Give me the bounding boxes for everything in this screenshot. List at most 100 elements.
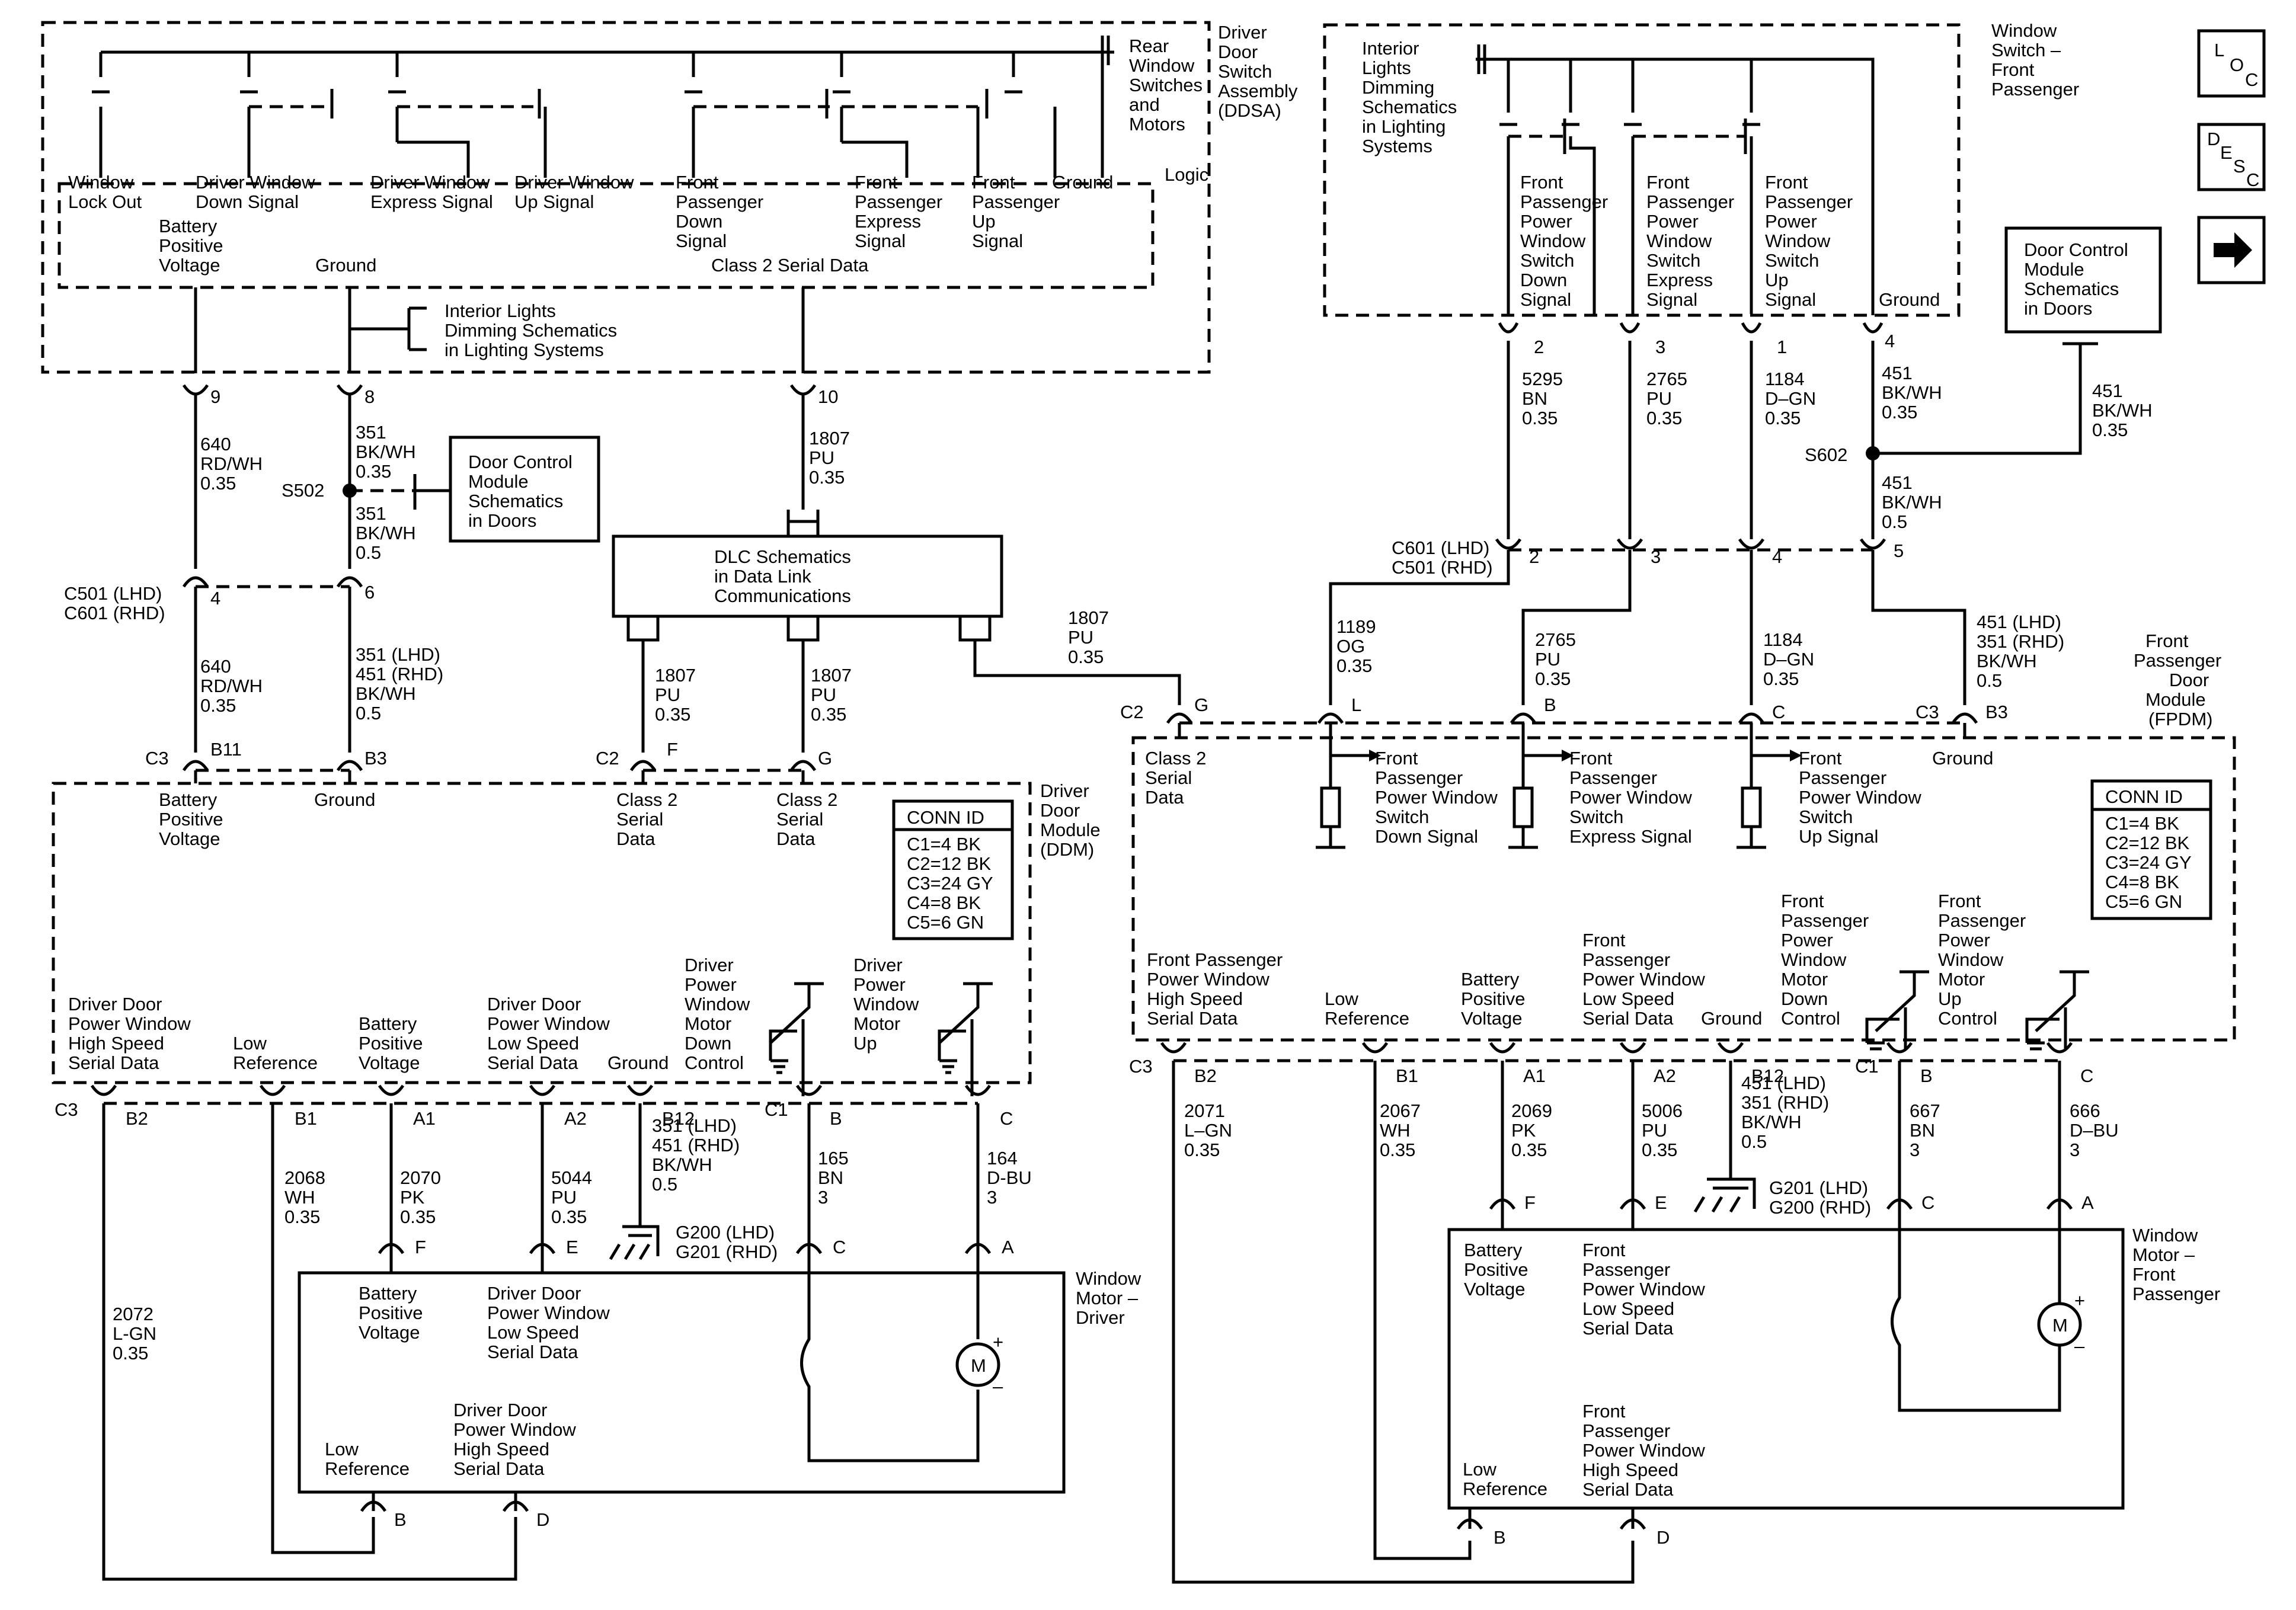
svg-text:Switch: Switch: [1799, 806, 1853, 827]
svg-text:Interior Lights: Interior Lights: [445, 300, 556, 321]
svg-text:Serial: Serial: [1145, 767, 1192, 788]
svg-text:High Speed: High Speed: [1147, 988, 1243, 1009]
svg-text:Switch: Switch: [1520, 250, 1574, 271]
svg-text:C3: C3: [145, 748, 169, 769]
svg-text:Dimming: Dimming: [1362, 77, 1434, 98]
svg-text:Switch: Switch: [1218, 61, 1272, 82]
svg-text:Power Window: Power Window: [68, 1013, 191, 1034]
svg-text:1: 1: [1777, 337, 1787, 357]
svg-text:2: 2: [1534, 337, 1544, 357]
svg-text:Schematics: Schematics: [1362, 97, 1457, 117]
svg-text:Passenger: Passenger: [1938, 910, 2026, 931]
svg-text:Switch: Switch: [1765, 250, 1819, 271]
svg-text:Window: Window: [1076, 1268, 1141, 1289]
svg-text:Down: Down: [676, 211, 722, 232]
svg-text:BK/WH: BK/WH: [356, 683, 416, 704]
svg-text:OG: OG: [1336, 636, 1365, 657]
svg-text:351 (LHD): 351 (LHD): [652, 1115, 737, 1136]
svg-text:M: M: [2052, 1315, 2068, 1336]
svg-text:C5=6 GN: C5=6 GN: [907, 912, 984, 933]
svg-text:in Doors: in Doors: [2024, 298, 2092, 319]
svg-text:Up: Up: [1765, 270, 1789, 290]
desc-button[interactable]: D E S C: [2197, 123, 2266, 191]
svg-text:Low Speed: Low Speed: [1582, 1298, 1674, 1319]
svg-text:D: D: [536, 1509, 549, 1530]
svg-text:Front: Front: [1646, 172, 1690, 193]
svg-text:C3=24 GY: C3=24 GY: [2105, 852, 2192, 873]
ddm-title: Driver Door Module (DDM): [1040, 780, 1101, 860]
svg-text:A2: A2: [1654, 1065, 1676, 1086]
svg-text:451 (LHD): 451 (LHD): [1741, 1073, 1826, 1093]
svg-text:8: 8: [364, 386, 375, 407]
svg-text:351 (RHD): 351 (RHD): [1977, 631, 2064, 652]
svg-text:L: L: [1351, 694, 1361, 715]
svg-text:C2: C2: [1120, 702, 1144, 722]
svg-text:0.5: 0.5: [1977, 670, 2002, 691]
svg-text:Serial: Serial: [616, 809, 663, 830]
svg-text:Serial Data: Serial Data: [1582, 1479, 1674, 1500]
svg-text:0.35: 0.35: [1511, 1140, 1547, 1160]
svg-text:L–GN: L–GN: [1184, 1120, 1232, 1141]
svg-text:Driver: Driver: [1218, 22, 1267, 43]
svg-text:Schematics: Schematics: [2024, 279, 2119, 299]
svg-text:D–GN: D–GN: [1763, 649, 1814, 670]
svg-text:BK/WH: BK/WH: [652, 1154, 712, 1175]
svg-text:D–GN: D–GN: [1765, 388, 1816, 409]
svg-text:4: 4: [1772, 546, 1782, 567]
svg-text:Front: Front: [1569, 748, 1613, 769]
svg-text:Front: Front: [2132, 1264, 2176, 1285]
svg-text:0.5: 0.5: [356, 542, 381, 563]
svg-text:Window: Window: [1991, 20, 2057, 41]
svg-text:C2: C2: [596, 748, 619, 769]
svg-text:L-GN: L-GN: [113, 1323, 156, 1344]
svg-text:C2=12 BK: C2=12 BK: [907, 853, 992, 874]
svg-text:Switch: Switch: [1646, 250, 1700, 271]
svg-text:B2: B2: [1194, 1065, 1217, 1086]
svg-text:C2=12 BK: C2=12 BK: [2105, 833, 2190, 853]
svg-text:351 (RHD): 351 (RHD): [1741, 1092, 1829, 1113]
ddm-wire-labels: 2072 L-GN 0.35 2068 WH 0.35 2070 PK 0.35…: [113, 1115, 1032, 1363]
svg-text:B: B: [1494, 1527, 1506, 1548]
svg-text:Module: Module: [2024, 259, 2084, 280]
svg-text:Passenger: Passenger: [1781, 910, 1869, 931]
svg-text:4: 4: [210, 588, 220, 609]
svg-text:in Doors: in Doors: [468, 510, 536, 531]
svg-text:BK/WH: BK/WH: [1882, 382, 1942, 403]
svg-text:0.5: 0.5: [1882, 511, 1907, 532]
svg-text:G200 (LHD): G200 (LHD): [676, 1222, 775, 1243]
svg-text:+: +: [993, 1331, 1003, 1352]
svg-text:B3: B3: [364, 748, 387, 769]
right-wire-labels: 5295 BN 0.35 2765 PU 0.35 1184 D–GN 0.35…: [1336, 363, 2153, 691]
svg-text:Data: Data: [616, 828, 655, 849]
svg-text:Passenger: Passenger: [855, 191, 942, 212]
svg-text:165: 165: [818, 1148, 849, 1169]
svg-text:3: 3: [1651, 546, 1661, 567]
svg-text:Front: Front: [1520, 172, 1563, 193]
interior-lights-ref: Interior Lights Dimming Schematics in Li…: [445, 300, 617, 360]
svg-text:Front: Front: [855, 172, 898, 193]
svg-text:–: –: [993, 1376, 1003, 1397]
svg-text:Control: Control: [685, 1052, 744, 1073]
svg-text:1807: 1807: [809, 428, 850, 449]
next-button[interactable]: [2197, 216, 2266, 284]
svg-text:Power Window: Power Window: [1375, 787, 1498, 808]
svg-text:D: D: [1657, 1527, 1670, 1548]
svg-text:C3=24 GY: C3=24 GY: [907, 873, 993, 894]
svg-text:BK/WH: BK/WH: [1741, 1112, 1802, 1132]
svg-text:and: and: [1129, 94, 1160, 115]
svg-text:451: 451: [1882, 363, 1913, 383]
svg-text:B2: B2: [126, 1108, 148, 1129]
svg-text:Up Signal: Up Signal: [1799, 826, 1878, 847]
svg-text:G: G: [818, 748, 832, 769]
svg-text:0.35: 0.35: [551, 1206, 587, 1227]
ddm-harness: [102, 1103, 980, 1581]
svg-text:2071: 2071: [1184, 1100, 1225, 1121]
svg-text:Dimming Schematics: Dimming Schematics: [445, 320, 617, 341]
svg-text:Serial Data: Serial Data: [1582, 1318, 1674, 1339]
svg-text:Reference: Reference: [325, 1458, 410, 1479]
svg-text:C4=8 BK: C4=8 BK: [2105, 872, 2179, 892]
loc-button[interactable]: L O C: [2197, 29, 2266, 98]
svg-text:Passenger: Passenger: [2132, 1283, 2220, 1304]
svg-text:F: F: [667, 739, 678, 760]
svg-text:C601 (LHD): C601 (LHD): [1392, 537, 1489, 558]
